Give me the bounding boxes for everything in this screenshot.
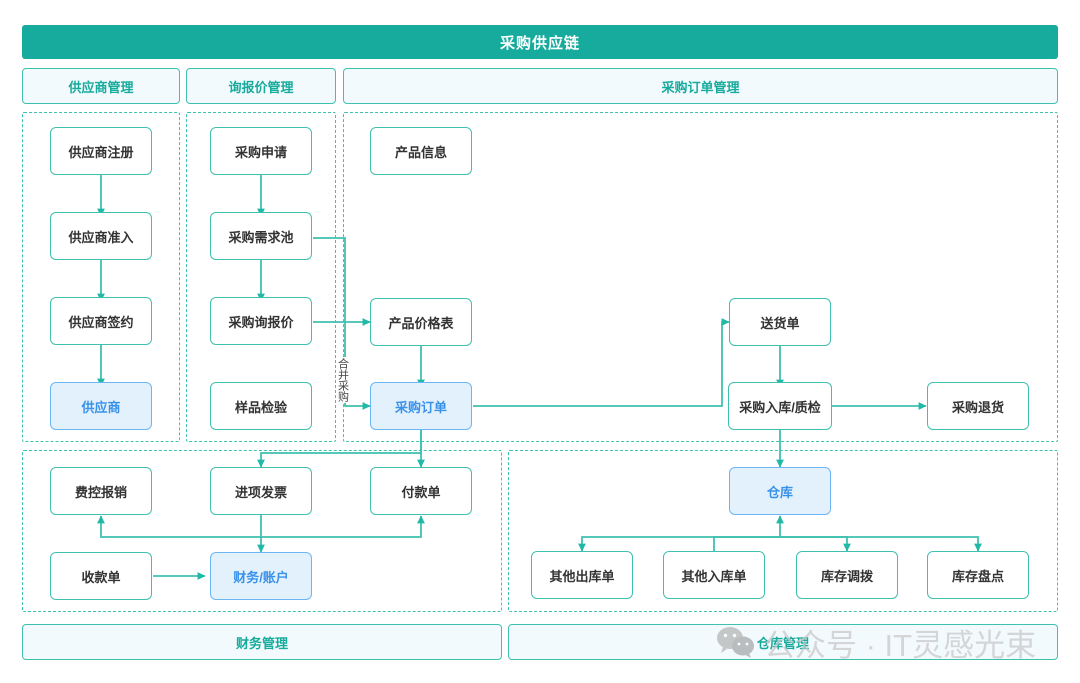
node-supplier-contract[interactable]: 供应商签约 [50, 297, 152, 345]
node-other-outbound[interactable]: 其他出库单 [531, 551, 633, 599]
section-header-finance[interactable]: 财务管理 [22, 624, 502, 660]
diagram-title: 采购供应链 [22, 25, 1058, 59]
node-receipt-order[interactable]: 收款单 [50, 552, 152, 600]
node-purchase-return[interactable]: 采购退货 [927, 382, 1029, 430]
node-input-invoice[interactable]: 进项发票 [210, 467, 312, 515]
node-delivery-note[interactable]: 送货单 [729, 298, 831, 346]
node-price-list[interactable]: 产品价格表 [370, 298, 472, 346]
section-header-supplier[interactable]: 供应商管理 [22, 68, 180, 104]
node-supplier[interactable]: 供应商 [50, 382, 152, 430]
node-supplier-access[interactable]: 供应商准入 [50, 212, 152, 260]
node-stock-transfer[interactable]: 库存调拨 [796, 551, 898, 599]
section-header-rfq[interactable]: 询报价管理 [186, 68, 336, 104]
node-expense-claim[interactable]: 费控报销 [50, 467, 152, 515]
node-purchase-request[interactable]: 采购申请 [210, 127, 312, 175]
node-payment-order[interactable]: 付款单 [370, 467, 472, 515]
group-warehouse [508, 450, 1058, 612]
section-header-purchase-order[interactable]: 采购订单管理 [343, 68, 1058, 104]
section-header-warehouse[interactable]: 仓库管理 [508, 624, 1058, 660]
node-purchase-order[interactable]: 采购订单 [370, 382, 472, 430]
group-supplier [22, 112, 180, 442]
node-inbound-qc[interactable]: 采购入库/质检 [728, 382, 832, 430]
node-other-inbound[interactable]: 其他入库单 [663, 551, 765, 599]
node-inquiry-quote[interactable]: 采购询报价 [210, 297, 312, 345]
node-product-info[interactable]: 产品信息 [370, 127, 472, 175]
node-sample-check[interactable]: 样品检验 [210, 382, 312, 430]
node-stock-count[interactable]: 库存盘点 [927, 551, 1029, 599]
edge-label-merge-purchase: 合并采购 [336, 357, 349, 403]
node-demand-pool[interactable]: 采购需求池 [210, 212, 312, 260]
node-finance-account[interactable]: 财务/账户 [210, 552, 312, 600]
node-warehouse[interactable]: 仓库 [729, 467, 831, 515]
node-supplier-register[interactable]: 供应商注册 [50, 127, 152, 175]
